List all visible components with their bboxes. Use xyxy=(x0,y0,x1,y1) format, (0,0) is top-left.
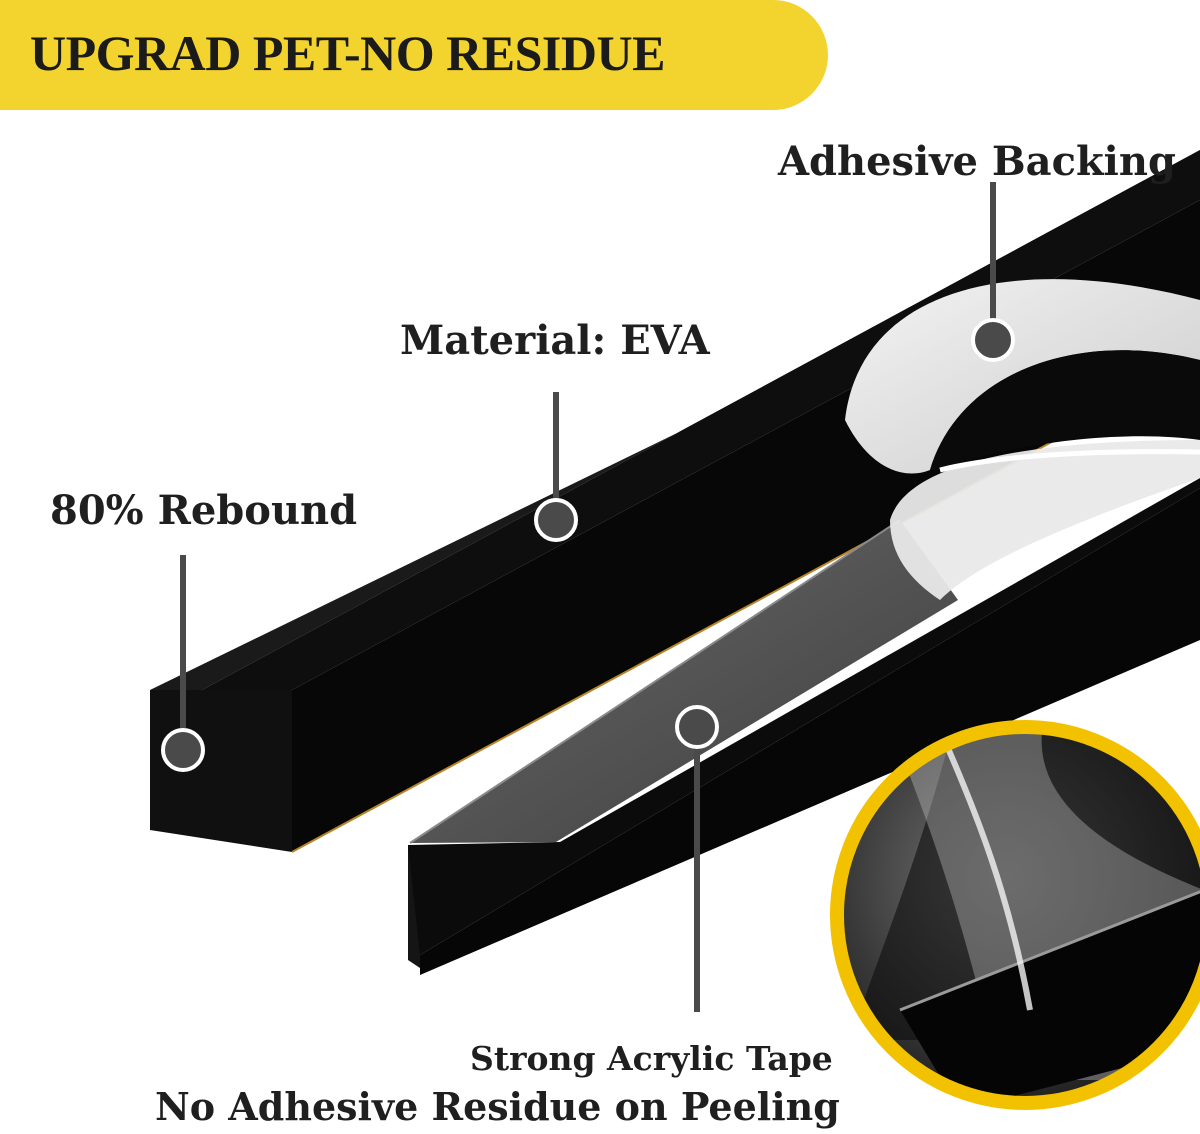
material-marker-dot xyxy=(534,498,578,542)
callout-material: Material: EVA xyxy=(400,317,710,364)
footer-tagline: No Adhesive Residue on Peeling xyxy=(155,1084,840,1129)
rebound-marker-dot xyxy=(161,728,205,772)
callout-acrylic-tape: Strong Acrylic Tape xyxy=(470,1039,833,1078)
tape-face xyxy=(410,520,958,843)
inset-zoom-circle xyxy=(830,720,1200,1110)
callout-rebound: 80% Rebound xyxy=(50,487,358,534)
callout-markers xyxy=(161,182,1015,1012)
header-banner: UPGRAD PET-NO RESIDUE xyxy=(0,0,828,110)
banner-title: UPGRAD PET-NO RESIDUE xyxy=(30,25,665,81)
tape-marker-dot xyxy=(675,705,719,749)
callout-adhesive-backing: Adhesive Backing xyxy=(778,138,1176,185)
backing-marker-dot xyxy=(971,318,1015,362)
right-foam-strip xyxy=(408,478,1200,975)
adhesive-backing-film xyxy=(845,279,1200,600)
